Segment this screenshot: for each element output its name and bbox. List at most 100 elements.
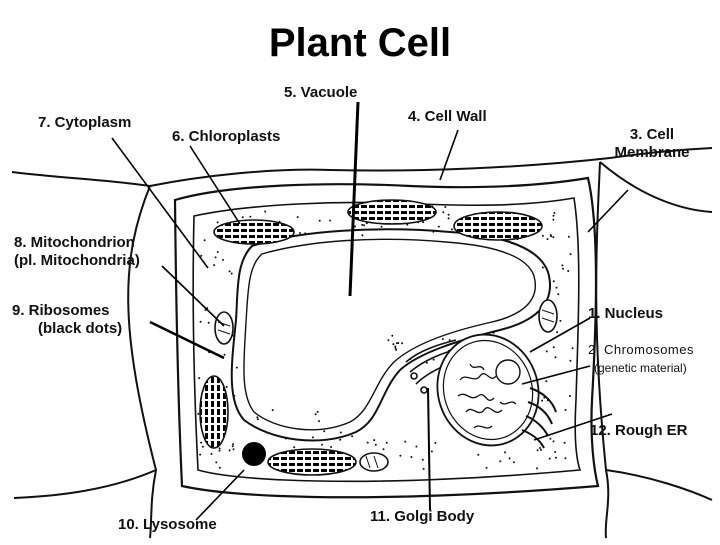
- ribosome-dot: [264, 210, 267, 213]
- ribosome-dot: [241, 216, 244, 219]
- ribosome-dot: [361, 223, 364, 226]
- ribosome-dot: [563, 441, 566, 444]
- ribosome-dot: [492, 331, 495, 334]
- ribosome-dot: [395, 342, 398, 345]
- ribosome-dot: [564, 409, 567, 411]
- ribosome-dot: [296, 216, 299, 219]
- ribosome-dot: [437, 225, 440, 228]
- ribosome-dot: [447, 217, 450, 220]
- ribosome-dot: [339, 438, 342, 441]
- vacuole-outline: [230, 228, 551, 442]
- ribosome-dot: [233, 394, 236, 397]
- ribosome-dot: [222, 258, 224, 261]
- ribosome-dot: [556, 331, 559, 334]
- ribosome-dot: [231, 445, 234, 448]
- ribosome-dot: [199, 453, 202, 456]
- ribosome-dot: [554, 451, 557, 453]
- ribosome-dot: [571, 347, 574, 350]
- ribosome-dot: [404, 440, 407, 443]
- ribosome-dot: [380, 225, 383, 228]
- ribosome-dot: [201, 445, 204, 448]
- ribosome-dot: [293, 446, 296, 449]
- ribosome-dot: [432, 230, 435, 233]
- ribosome-dot: [536, 449, 539, 452]
- ribosome-dot: [392, 343, 395, 346]
- ribosome-dot: [354, 225, 357, 228]
- label-ribosomes: 9. Ribosomes (black dots): [12, 302, 122, 338]
- nucleus: [436, 333, 540, 447]
- ribosome-dot: [249, 215, 252, 218]
- ribosome-dot: [339, 431, 342, 434]
- ribosome-dot: [425, 361, 428, 364]
- ribosome-dot: [391, 334, 394, 337]
- ribosome-dot: [415, 445, 418, 448]
- ribosome-dot: [318, 219, 321, 222]
- ribosome-dot: [228, 270, 231, 273]
- ribosome-dot: [373, 439, 376, 442]
- ribosome-dot: [271, 409, 274, 412]
- cell-wall-outline: [173, 176, 600, 499]
- ribosome-dot: [545, 350, 548, 353]
- ribosome-dot: [256, 418, 259, 421]
- ribosome-dot: [562, 267, 564, 270]
- label-golgi-body: 11. Golgi Body: [370, 508, 475, 525]
- neighbor-cell-walls: [11, 147, 713, 539]
- label-mitochondrion: 8. Mitochondrion (pl. Mitochondria): [14, 234, 140, 270]
- lysosome: [242, 442, 266, 466]
- ribosome-dot: [553, 211, 556, 214]
- ribosome-dot: [410, 456, 413, 458]
- ribosome-dot: [552, 236, 555, 239]
- label-cytoplasm: 7. Cytoplasm: [38, 114, 132, 131]
- label-cell-membrane-line2: Membrane: [614, 144, 690, 161]
- ribosome-dot: [552, 280, 555, 283]
- ribosome-dot: [199, 320, 202, 323]
- ribosome-dot: [284, 437, 287, 440]
- ribosome-dot: [444, 206, 447, 208]
- label-nucleus: 1. Nucleus: [588, 305, 664, 322]
- ribosome-dot: [223, 353, 226, 356]
- label-cell-membrane: 3. Cell Membrane: [598, 126, 706, 162]
- ribosome-dot: [198, 377, 201, 380]
- ribosome-dot: [316, 410, 319, 413]
- ribosome-dot: [541, 399, 544, 402]
- label-cell-wall: 4. Cell Wall: [408, 108, 487, 125]
- label-ribosomes-line1: 9. Ribosomes: [12, 302, 110, 319]
- label-cell-membrane-line1: 3. Cell: [629, 126, 675, 143]
- label-lysosome: 10. Lysosome: [118, 516, 217, 533]
- ribosome-dot: [430, 450, 433, 453]
- ribosome-dot: [299, 232, 301, 234]
- ribosome-dot: [552, 218, 555, 221]
- ribosome-dot: [312, 436, 314, 439]
- ribosome-dot: [395, 348, 398, 351]
- label-chromosomes-note: (genetic material): [594, 361, 687, 375]
- ribosome-dot: [203, 239, 206, 242]
- ribosome-dot: [540, 448, 542, 451]
- ribosome-dot: [422, 467, 425, 470]
- ribosome-dot: [569, 253, 572, 256]
- ribosome-dot: [442, 211, 445, 214]
- ribosome-dot: [539, 447, 541, 449]
- ribosome-dot: [374, 443, 377, 446]
- ribosome-dot: [548, 457, 551, 460]
- ribosome-dot: [549, 437, 552, 440]
- ribosome-dot: [197, 412, 200, 415]
- ribosome-dot: [550, 235, 553, 238]
- label-chloroplasts: 6. Chloroplasts: [172, 128, 281, 145]
- label-chromosomes: 2. Chromosomes: [588, 342, 694, 357]
- ribosome-dot: [567, 235, 570, 238]
- ribosome-dot: [447, 213, 450, 216]
- ribosome-dot: [216, 221, 219, 224]
- ribosome-dot: [569, 395, 571, 397]
- ribosome-dot: [485, 466, 488, 469]
- ribosome-dot: [394, 345, 397, 348]
- ribosome-dot: [554, 356, 557, 359]
- ribosome-dot: [366, 441, 369, 444]
- ribosome-dot: [213, 264, 216, 267]
- ribosome-dot: [232, 443, 235, 446]
- ribosome-dot: [200, 254, 203, 257]
- ribosome-dot: [399, 454, 402, 457]
- ribosome-dot: [218, 447, 221, 450]
- ribosome-dot: [552, 346, 555, 349]
- mitochondrion: [214, 299, 558, 472]
